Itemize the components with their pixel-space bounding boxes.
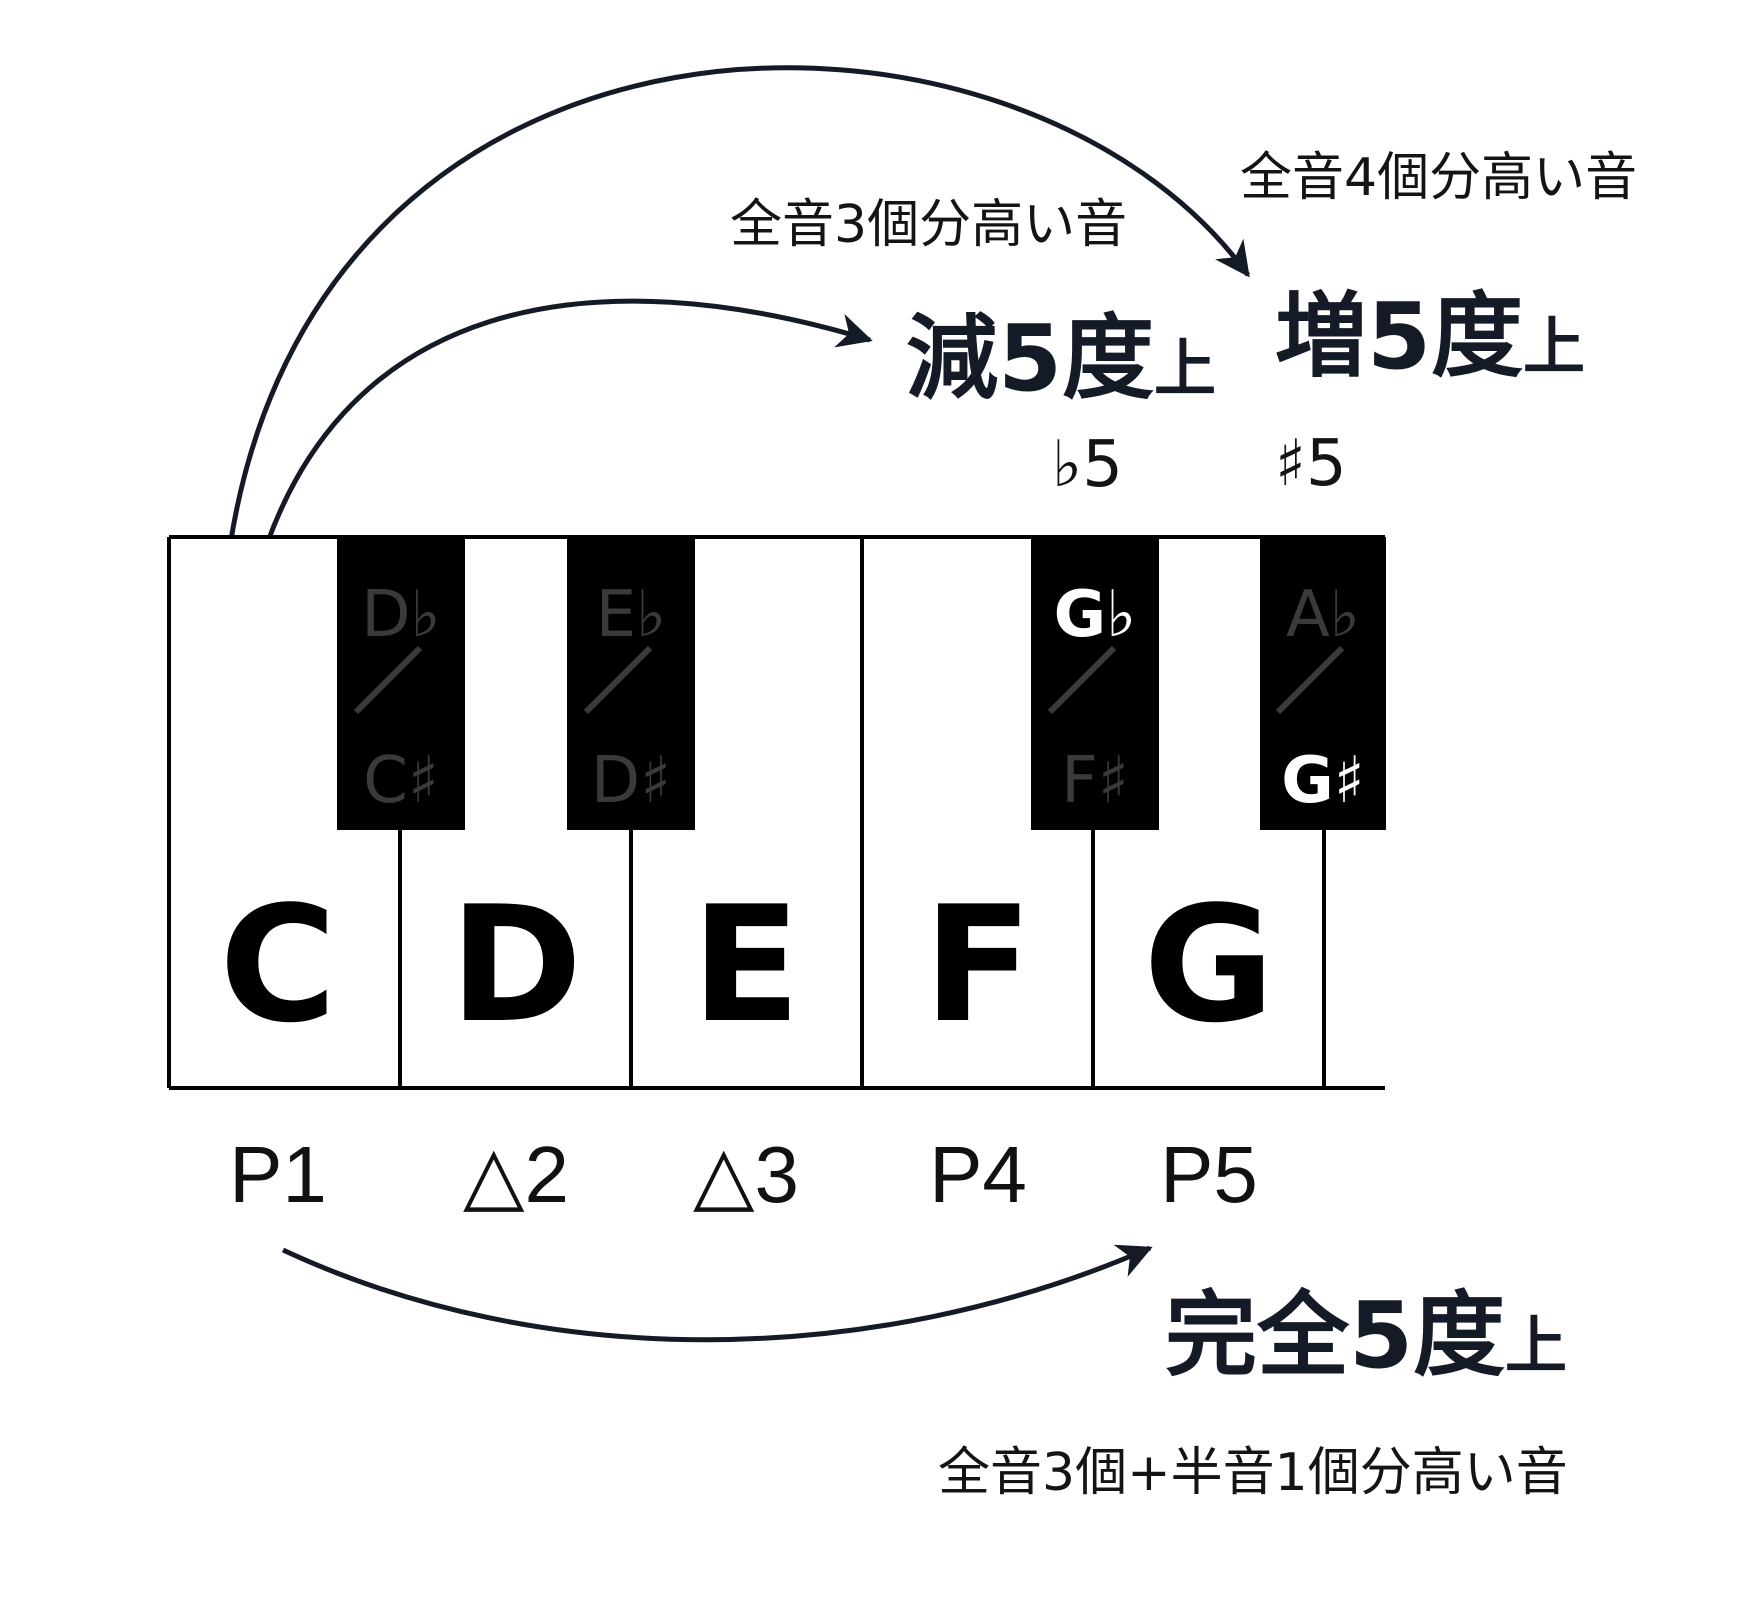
enharmonic-slash	[353, 645, 423, 715]
interval-label: △2	[463, 1130, 569, 1219]
svg-text:完全5度上: 完全5度上	[1165, 1282, 1567, 1389]
perfect-fifth-arrow	[281, 1244, 1153, 1343]
augmented-description: 全音4個分高い音	[1240, 148, 1637, 208]
black-key-flat-label-highlighted: G♭	[1054, 578, 1137, 652]
diminished-description: 全音3個分高い音	[730, 195, 1127, 255]
black-key-ab-gsharp	[1260, 537, 1386, 830]
black-key-eb-dsharp	[567, 537, 695, 830]
piano-keyboard: D♭ C♯ E♭ D♯ G♭ F♯ A♭ G♯ C D E F G	[167, 535, 1386, 1090]
white-key-label: F	[923, 871, 1032, 1058]
black-key-sharp-label: D♯	[591, 744, 671, 818]
diminished-title: 減5度	[906, 305, 1154, 412]
interval-label: △3	[693, 1130, 799, 1219]
perfect-description: 全音3個+半音1個分高い音	[938, 1443, 1568, 1503]
perfect-title-suffix: 上	[1505, 1309, 1567, 1382]
augmented-title: 増5度	[1275, 283, 1523, 390]
enharmonic-slash	[1275, 645, 1345, 715]
black-key-sharp-label: F♯	[1061, 744, 1129, 818]
perfect-title: 完全5度	[1165, 1282, 1505, 1389]
interval-label: P5	[1160, 1130, 1258, 1219]
black-key-sharp-label: C♯	[363, 744, 439, 818]
augmented-title-suffix: 上	[1523, 310, 1585, 383]
augmented-fifth-arrow	[222, 65, 1251, 586]
black-key-flat-label: D♭	[361, 578, 440, 652]
interval-label: P1	[229, 1130, 327, 1219]
black-key-db-csharp	[337, 537, 465, 830]
black-key-gb-fsharp	[1031, 537, 1159, 830]
black-key-flat-label: E♭	[596, 578, 667, 652]
diminished-fifth-arrow	[250, 298, 873, 591]
enharmonic-slash	[583, 645, 653, 715]
white-key-label: D	[450, 871, 583, 1058]
interval-label: P4	[929, 1130, 1027, 1219]
white-key-label: G	[1143, 871, 1274, 1058]
diminished-title-suffix: 上	[1154, 332, 1216, 405]
black-key-flat-label: A♭	[1286, 578, 1360, 652]
svg-text:減5度上: 減5度上	[906, 305, 1216, 412]
diminished-symbol: ♭5	[1052, 428, 1123, 502]
augmented-symbol: ♯5	[1275, 427, 1347, 501]
enharmonic-slash	[1047, 645, 1117, 715]
black-key-sharp-label-highlighted: G♯	[1281, 744, 1365, 818]
white-key-label: C	[219, 871, 336, 1058]
svg-text:増5度上: 増5度上	[1275, 283, 1585, 390]
white-key-label: E	[691, 871, 800, 1058]
